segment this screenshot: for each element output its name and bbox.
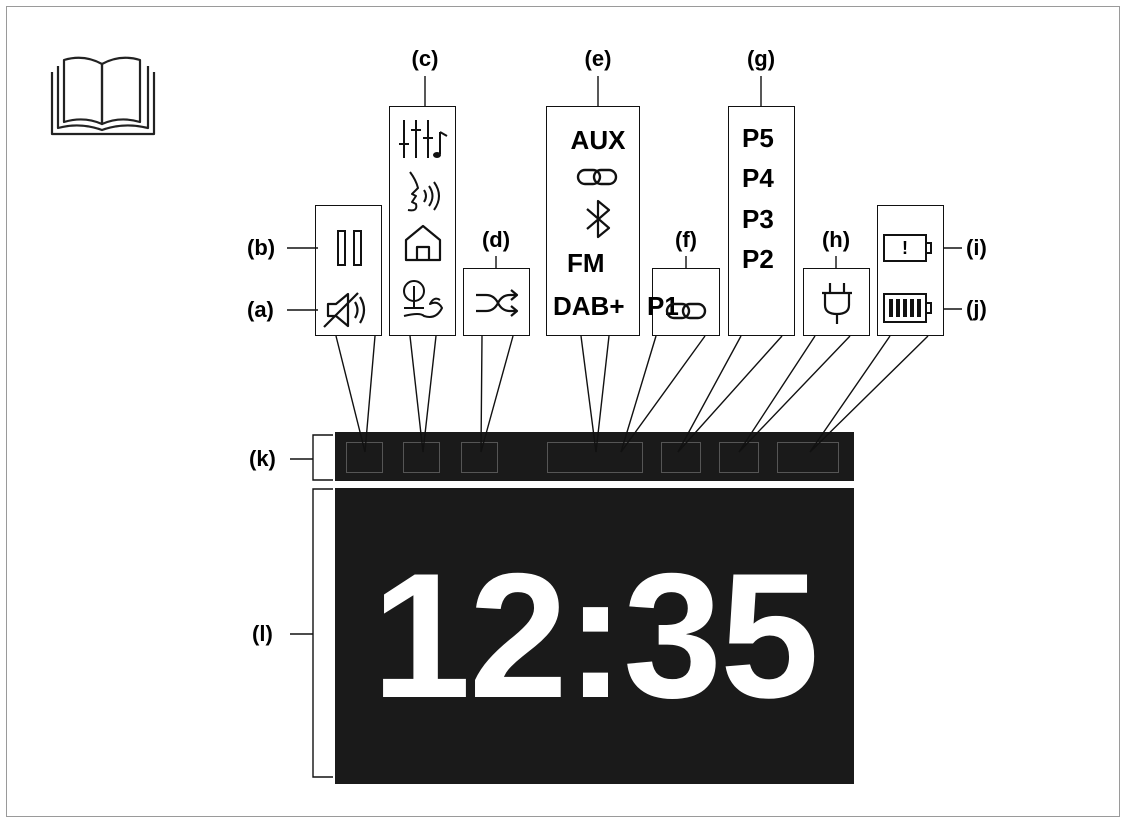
- battery-full-icon: [883, 293, 933, 323]
- battery-low-icon: !: [883, 234, 933, 262]
- callout-box-e: [546, 106, 640, 336]
- indicator-slot: [777, 442, 839, 473]
- label-d: (d): [481, 227, 511, 252]
- power-plug-icon: [822, 283, 852, 324]
- callout-box-h: [803, 268, 870, 336]
- open-book-icon: [50, 56, 156, 136]
- outdoor-tree-icon: [403, 280, 443, 318]
- preset-p4: P4: [742, 163, 774, 193]
- label-c: (c): [411, 46, 439, 71]
- source-dab: DAB+: [553, 291, 625, 321]
- preset-p2: P2: [742, 244, 774, 274]
- callout-box-f: [652, 268, 720, 336]
- label-j: (j): [966, 296, 987, 321]
- pause-icon: [337, 230, 362, 266]
- link-icon: [576, 168, 618, 186]
- callout-box-g: [728, 106, 795, 336]
- preset-p3: P3: [742, 204, 774, 234]
- label-a: (a): [247, 297, 274, 322]
- battery-warning-mark: !: [902, 238, 908, 258]
- label-g: (g): [746, 46, 776, 71]
- label-k: (k): [249, 446, 276, 471]
- source-fm: FM: [567, 248, 605, 278]
- label-i: (i): [966, 235, 987, 260]
- indicator-slot: [661, 442, 701, 473]
- clock-display: 12:35: [335, 488, 854, 784]
- label-b: (b): [247, 235, 276, 260]
- label-f: (f): [675, 227, 697, 252]
- house-icon: [404, 224, 442, 262]
- source-aux: AUX: [570, 125, 626, 155]
- label-h: (h): [821, 227, 851, 252]
- speaker-muted-icon: [323, 292, 366, 328]
- label-l: (l): [252, 621, 273, 646]
- figure-frame: [6, 6, 1120, 817]
- preset-p1: P1: [647, 291, 679, 321]
- link-icon: [665, 302, 707, 320]
- preset-p5: P5: [742, 123, 774, 153]
- equalizer-icon: [399, 120, 448, 158]
- bluetooth-icon: [586, 199, 611, 239]
- label-e: (e): [584, 46, 612, 71]
- shuffle-icon: [476, 289, 519, 317]
- indicator-slot: [719, 442, 759, 473]
- clock-time: 12:35: [371, 536, 819, 735]
- voice-mode-icon: [407, 171, 440, 212]
- indicator-slot: [461, 442, 498, 473]
- indicator-slot: [346, 442, 383, 473]
